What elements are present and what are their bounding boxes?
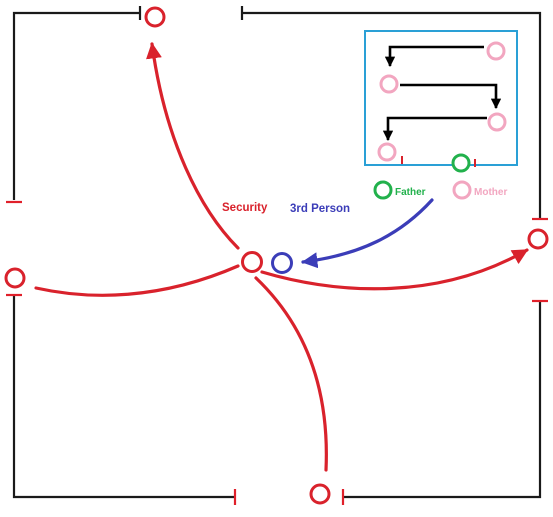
inset-mother-markers	[377, 41, 507, 162]
inset-father-marker	[451, 153, 471, 173]
door-marker-left	[4, 267, 26, 289]
security-label: Security	[222, 202, 268, 214]
father-label: Father	[395, 187, 426, 198]
inset-arrows	[382, 45, 502, 142]
security-path-to-left	[34, 264, 240, 297]
mother-position	[452, 180, 472, 200]
third-person-path	[301, 198, 434, 269]
mother-label: Mother	[474, 187, 507, 198]
wall-top-left	[12, 11, 140, 200]
door-marker-bottom	[309, 483, 331, 505]
wall-right-lower	[343, 302, 542, 499]
inset-mother-4	[377, 142, 397, 162]
room-walls	[12, 11, 542, 499]
inset-sequence	[364, 30, 518, 173]
inset-mother-2	[379, 74, 399, 94]
inset-arrow-2	[400, 83, 502, 110]
door-caps	[6, 6, 548, 505]
wall-top-right	[242, 11, 542, 218]
wall-left-lower	[12, 296, 235, 499]
inset-mother-1	[486, 41, 506, 61]
security-path-to-top	[146, 42, 240, 250]
security-path-to-bottom	[254, 276, 328, 472]
inset-arrow-3	[382, 116, 487, 142]
inset-mother-3	[487, 112, 507, 132]
security-position	[241, 251, 263, 273]
inset-arrow-1	[384, 45, 484, 68]
third-person-label: 3rd Person	[290, 203, 350, 215]
door-marker-right	[527, 228, 549, 250]
door-marker-top	[144, 6, 166, 28]
security-path-to-right	[260, 248, 529, 291]
third-person-position	[271, 252, 293, 274]
security-paths	[34, 42, 529, 472]
door-markers	[4, 6, 549, 505]
father-position	[373, 180, 393, 200]
